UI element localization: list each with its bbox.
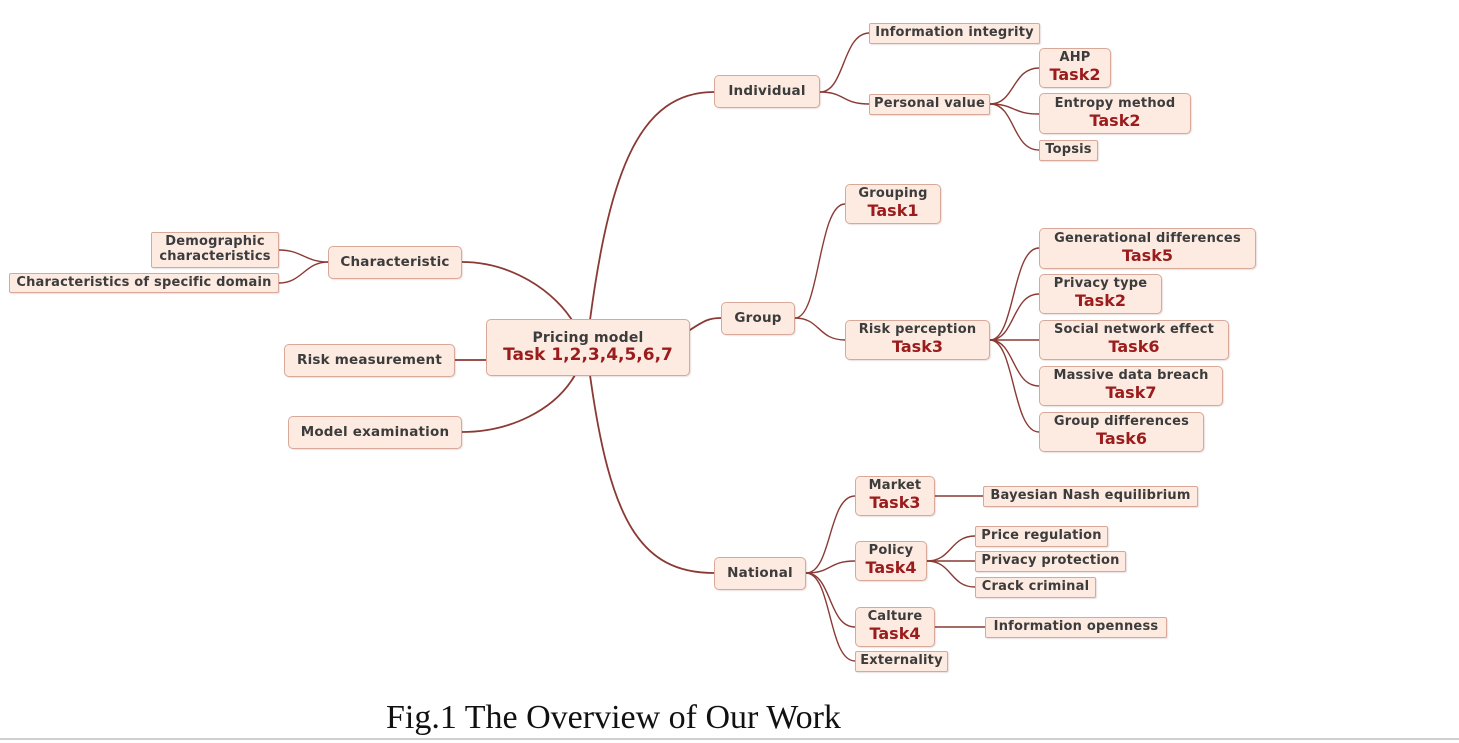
node-national[interactable]: National [714,557,806,590]
node-characteristic[interactable]: Characteristic [328,246,462,279]
link-group-risk [794,317,846,341]
bottom-border [0,738,1459,740]
node-bayesian-nash-equilibrium[interactable]: Bayesian Nash equilibrium [983,486,1198,507]
link-national-policy [805,560,856,574]
root-node-pricing-model[interactable]: Pricing model Task 1,2,3,4,5,6,7 [486,319,690,376]
node-privacy-protection[interactable]: Privacy protection [975,551,1126,572]
node-individual[interactable]: Individual [714,75,820,108]
node-market[interactable]: Market Task3 [855,476,935,516]
link-root-model-examination [461,374,576,433]
link-root-national [589,374,715,574]
node-ahp[interactable]: AHP Task2 [1039,48,1111,88]
link-root-characteristic [461,261,576,326]
root-task: Task 1,2,3,4,5,6,7 [503,344,673,365]
link-national-market [805,495,856,574]
link-individual-personal [819,91,870,105]
node-demographic-characteristics[interactable]: Demographic characteristics [151,232,279,268]
link-national-externality [805,572,856,662]
link-char-demographic [278,249,329,263]
link-individual-integrity [819,32,870,93]
node-topsis[interactable]: Topsis [1039,140,1098,161]
node-risk-perception[interactable]: Risk perception Task3 [845,320,990,360]
node-culture[interactable]: Calture Task4 [855,607,935,647]
node-social-network-effect[interactable]: Social network effect Task6 [1039,320,1229,360]
node-group-differences[interactable]: Group differences Task6 [1039,412,1204,452]
node-personal-value[interactable]: Personal value [869,94,990,115]
node-grouping[interactable]: Grouping Task1 [845,184,941,224]
link-risk-groupdiff [989,339,1040,433]
link-policy-crack [926,560,976,588]
node-privacy-type[interactable]: Privacy type Task2 [1039,274,1162,314]
link-national-culture [805,572,856,628]
link-risk-generational [989,247,1040,341]
node-characteristics-specific-domain[interactable]: Characteristics of specific domain [9,273,279,293]
link-char-domain [278,261,329,284]
node-group[interactable]: Group [721,302,795,335]
node-massive-data-breach[interactable]: Massive data breach Task7 [1039,366,1223,406]
link-risk-privacy [989,293,1040,341]
node-generational-differences[interactable]: Generational differences Task5 [1039,228,1256,269]
link-personal-topsis [989,103,1040,151]
node-risk-measurement[interactable]: Risk measurement [284,344,455,377]
link-policy-price [926,535,976,562]
node-crack-criminal[interactable]: Crack criminal [975,577,1096,598]
link-root-group [689,317,722,331]
node-model-examination[interactable]: Model examination [288,416,462,449]
node-externality[interactable]: Externality [855,651,948,672]
root-label: Pricing model [532,329,644,346]
link-risk-breach [989,339,1040,387]
link-personal-ahp [989,67,1040,105]
figure-caption: Fig.1 The Overview of Our Work [386,699,841,736]
node-policy[interactable]: Policy Task4 [855,541,927,581]
node-information-openness[interactable]: Information openness [985,617,1167,638]
link-root-individual [589,91,715,321]
node-entropy-method[interactable]: Entropy method Task2 [1039,93,1191,134]
node-price-regulation[interactable]: Price regulation [975,526,1108,547]
node-information-integrity[interactable]: Information integrity [869,23,1040,44]
link-group-grouping [794,203,846,319]
